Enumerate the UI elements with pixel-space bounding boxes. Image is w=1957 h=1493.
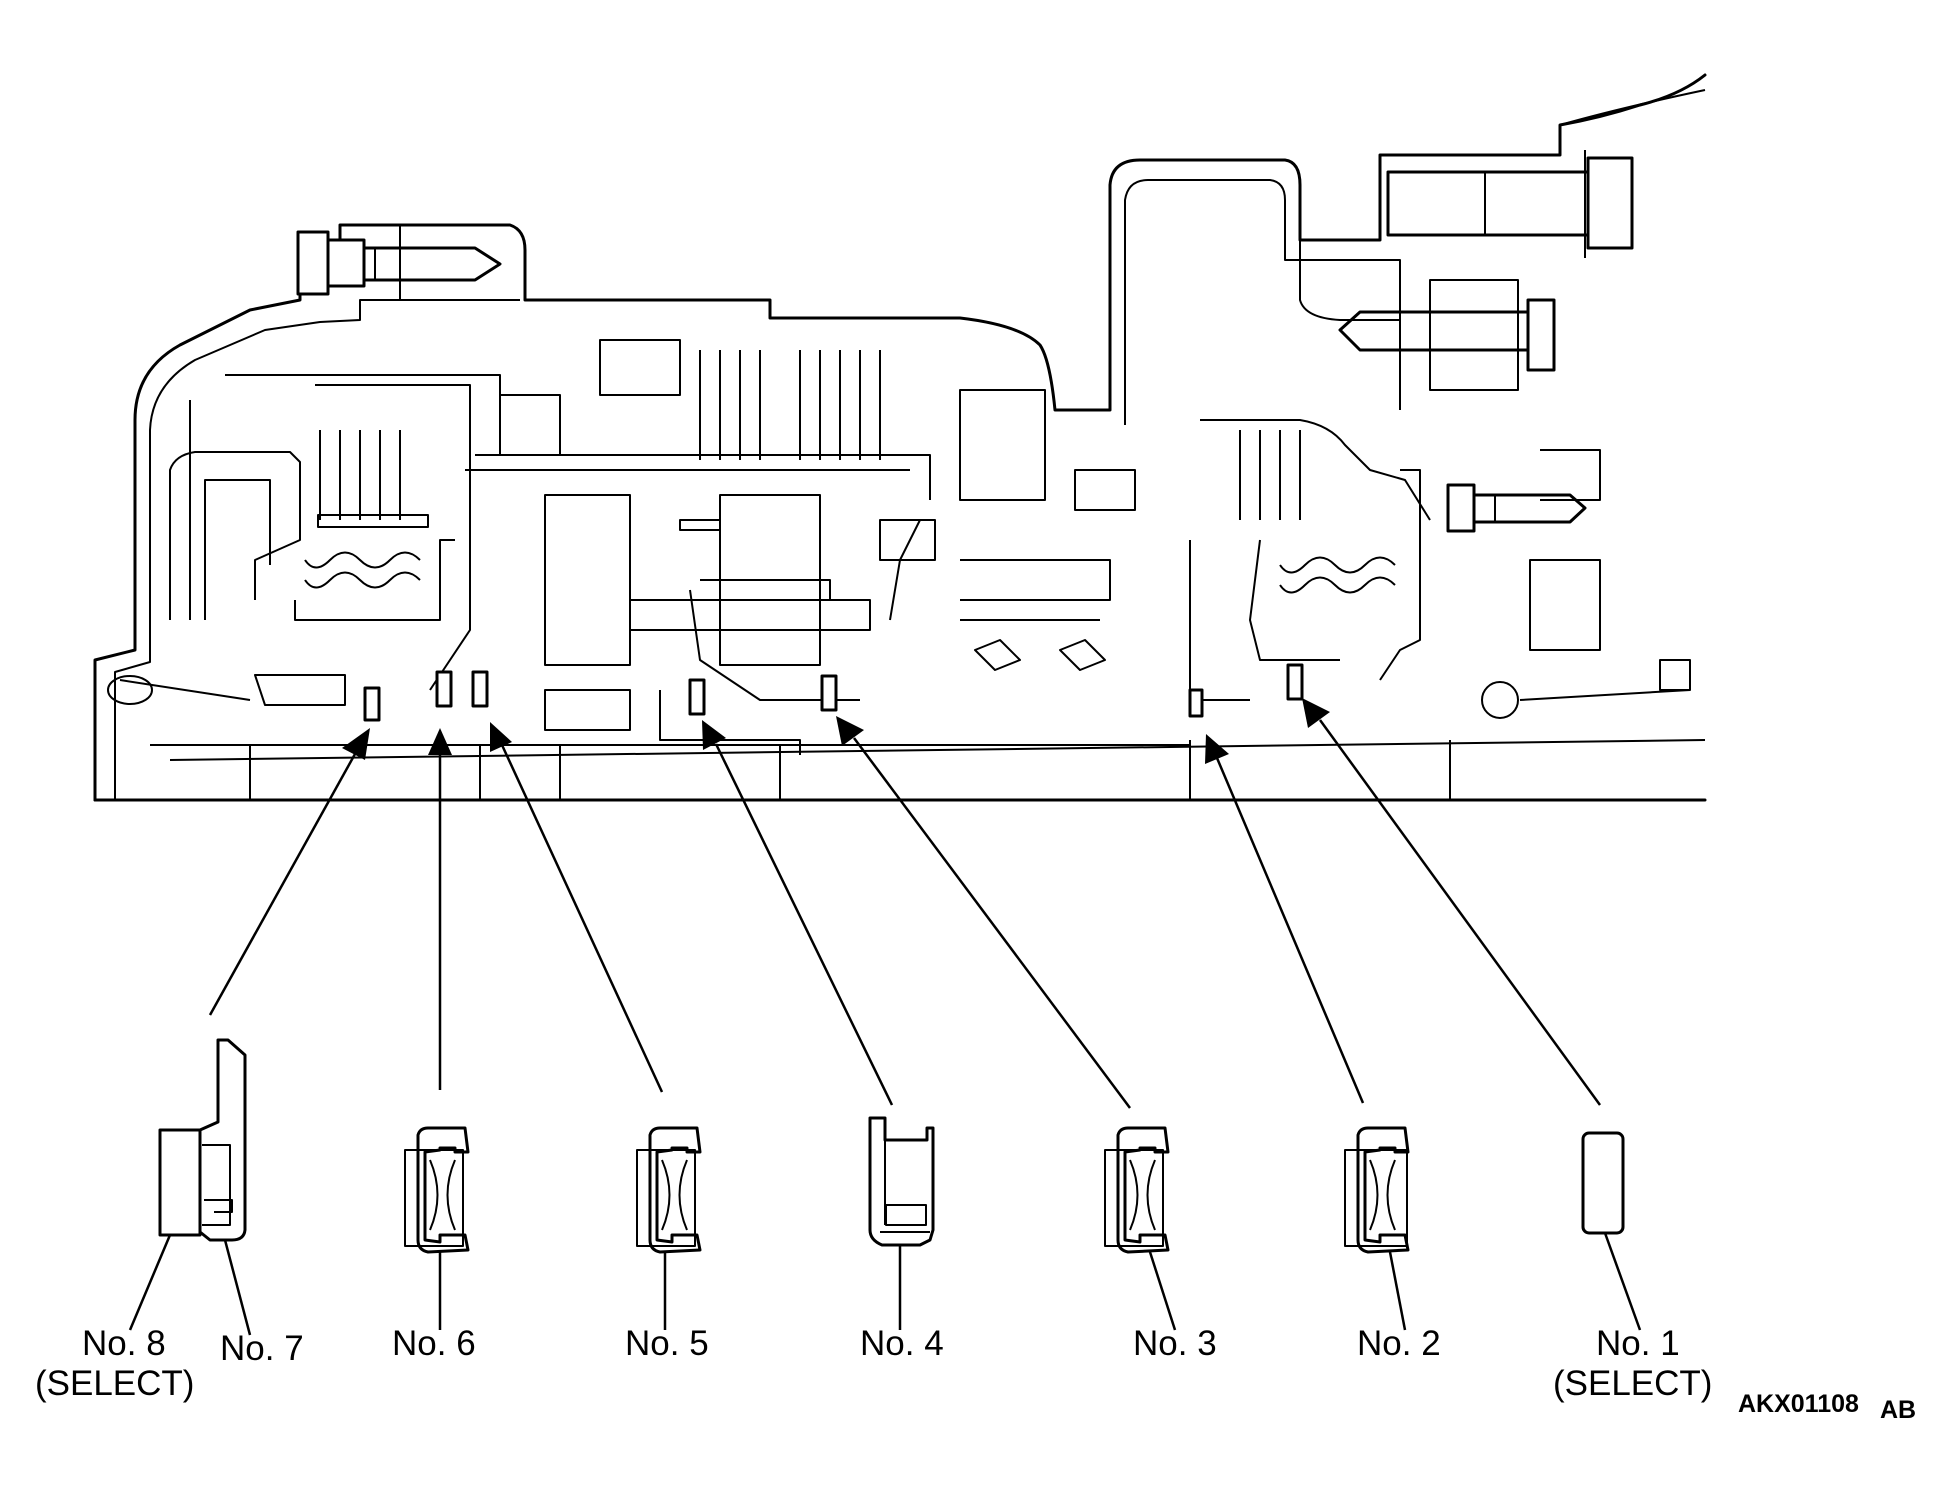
bolt-left	[296, 225, 502, 300]
bearing-detail-no5	[636, 1126, 702, 1330]
leader-no4	[714, 743, 894, 1106]
leader-no2	[1215, 757, 1365, 1104]
leader-no5	[500, 744, 664, 1093]
bearing-detail-no8-no7	[128, 1038, 252, 1336]
bearing-detail-no2	[1344, 1126, 1410, 1331]
bearing-locations	[363, 663, 1304, 722]
clutch-pack-right	[1189, 419, 1691, 719]
leader-no3	[852, 737, 1132, 1109]
label-no8: No. 8	[82, 1324, 166, 1363]
drawing-code-suffix: AB	[1880, 1396, 1916, 1424]
bolt-mid-right	[1338, 279, 1556, 391]
leader-no1	[1318, 719, 1602, 1106]
drawing-code-number: AKX01108	[1738, 1390, 1859, 1418]
main-shaft	[93, 739, 1707, 802]
bearing-detail-no6	[404, 1126, 470, 1330]
transmission-cross-section	[93, 73, 1707, 802]
label-no2: No. 2	[1357, 1324, 1441, 1363]
arrowhead-no8	[342, 728, 370, 760]
bearing-details	[128, 1038, 1642, 1336]
bolt-top-right	[1386, 150, 1634, 258]
bearing-detail-no1	[1581, 1131, 1642, 1331]
bolt-small-right	[1446, 483, 1587, 533]
arrowhead-no6	[428, 728, 452, 755]
label-no4: No. 4	[860, 1324, 944, 1363]
label-no7: No. 7	[220, 1329, 304, 1368]
arrowhead-no1	[1302, 698, 1330, 728]
arrowhead-no5	[490, 722, 512, 752]
arrowhead-no4	[702, 720, 726, 750]
bearing-detail-no4	[868, 1116, 935, 1330]
planetary-gear-set	[465, 339, 1136, 755]
label-no1-select: (SELECT)	[1553, 1364, 1712, 1403]
bearing-detail-no3	[1104, 1126, 1177, 1331]
arrowhead-no2	[1205, 734, 1229, 764]
label-no6: No. 6	[392, 1324, 476, 1363]
leader-lines	[208, 698, 1602, 1109]
leader-no8	[208, 744, 362, 1016]
bearing-labels: No. 8 (SELECT) No. 7 No. 6 No. 5 No. 4 N…	[35, 1324, 1712, 1403]
label-no5: No. 5	[625, 1324, 709, 1363]
label-no3: No. 3	[1133, 1324, 1217, 1363]
label-no1: No. 1	[1596, 1324, 1680, 1363]
label-no8-select: (SELECT)	[35, 1364, 194, 1403]
drawing-code: AKX01108 AB	[1738, 1390, 1916, 1424]
arrowhead-no3	[836, 716, 864, 746]
clutch-pack-left	[107, 374, 501, 706]
